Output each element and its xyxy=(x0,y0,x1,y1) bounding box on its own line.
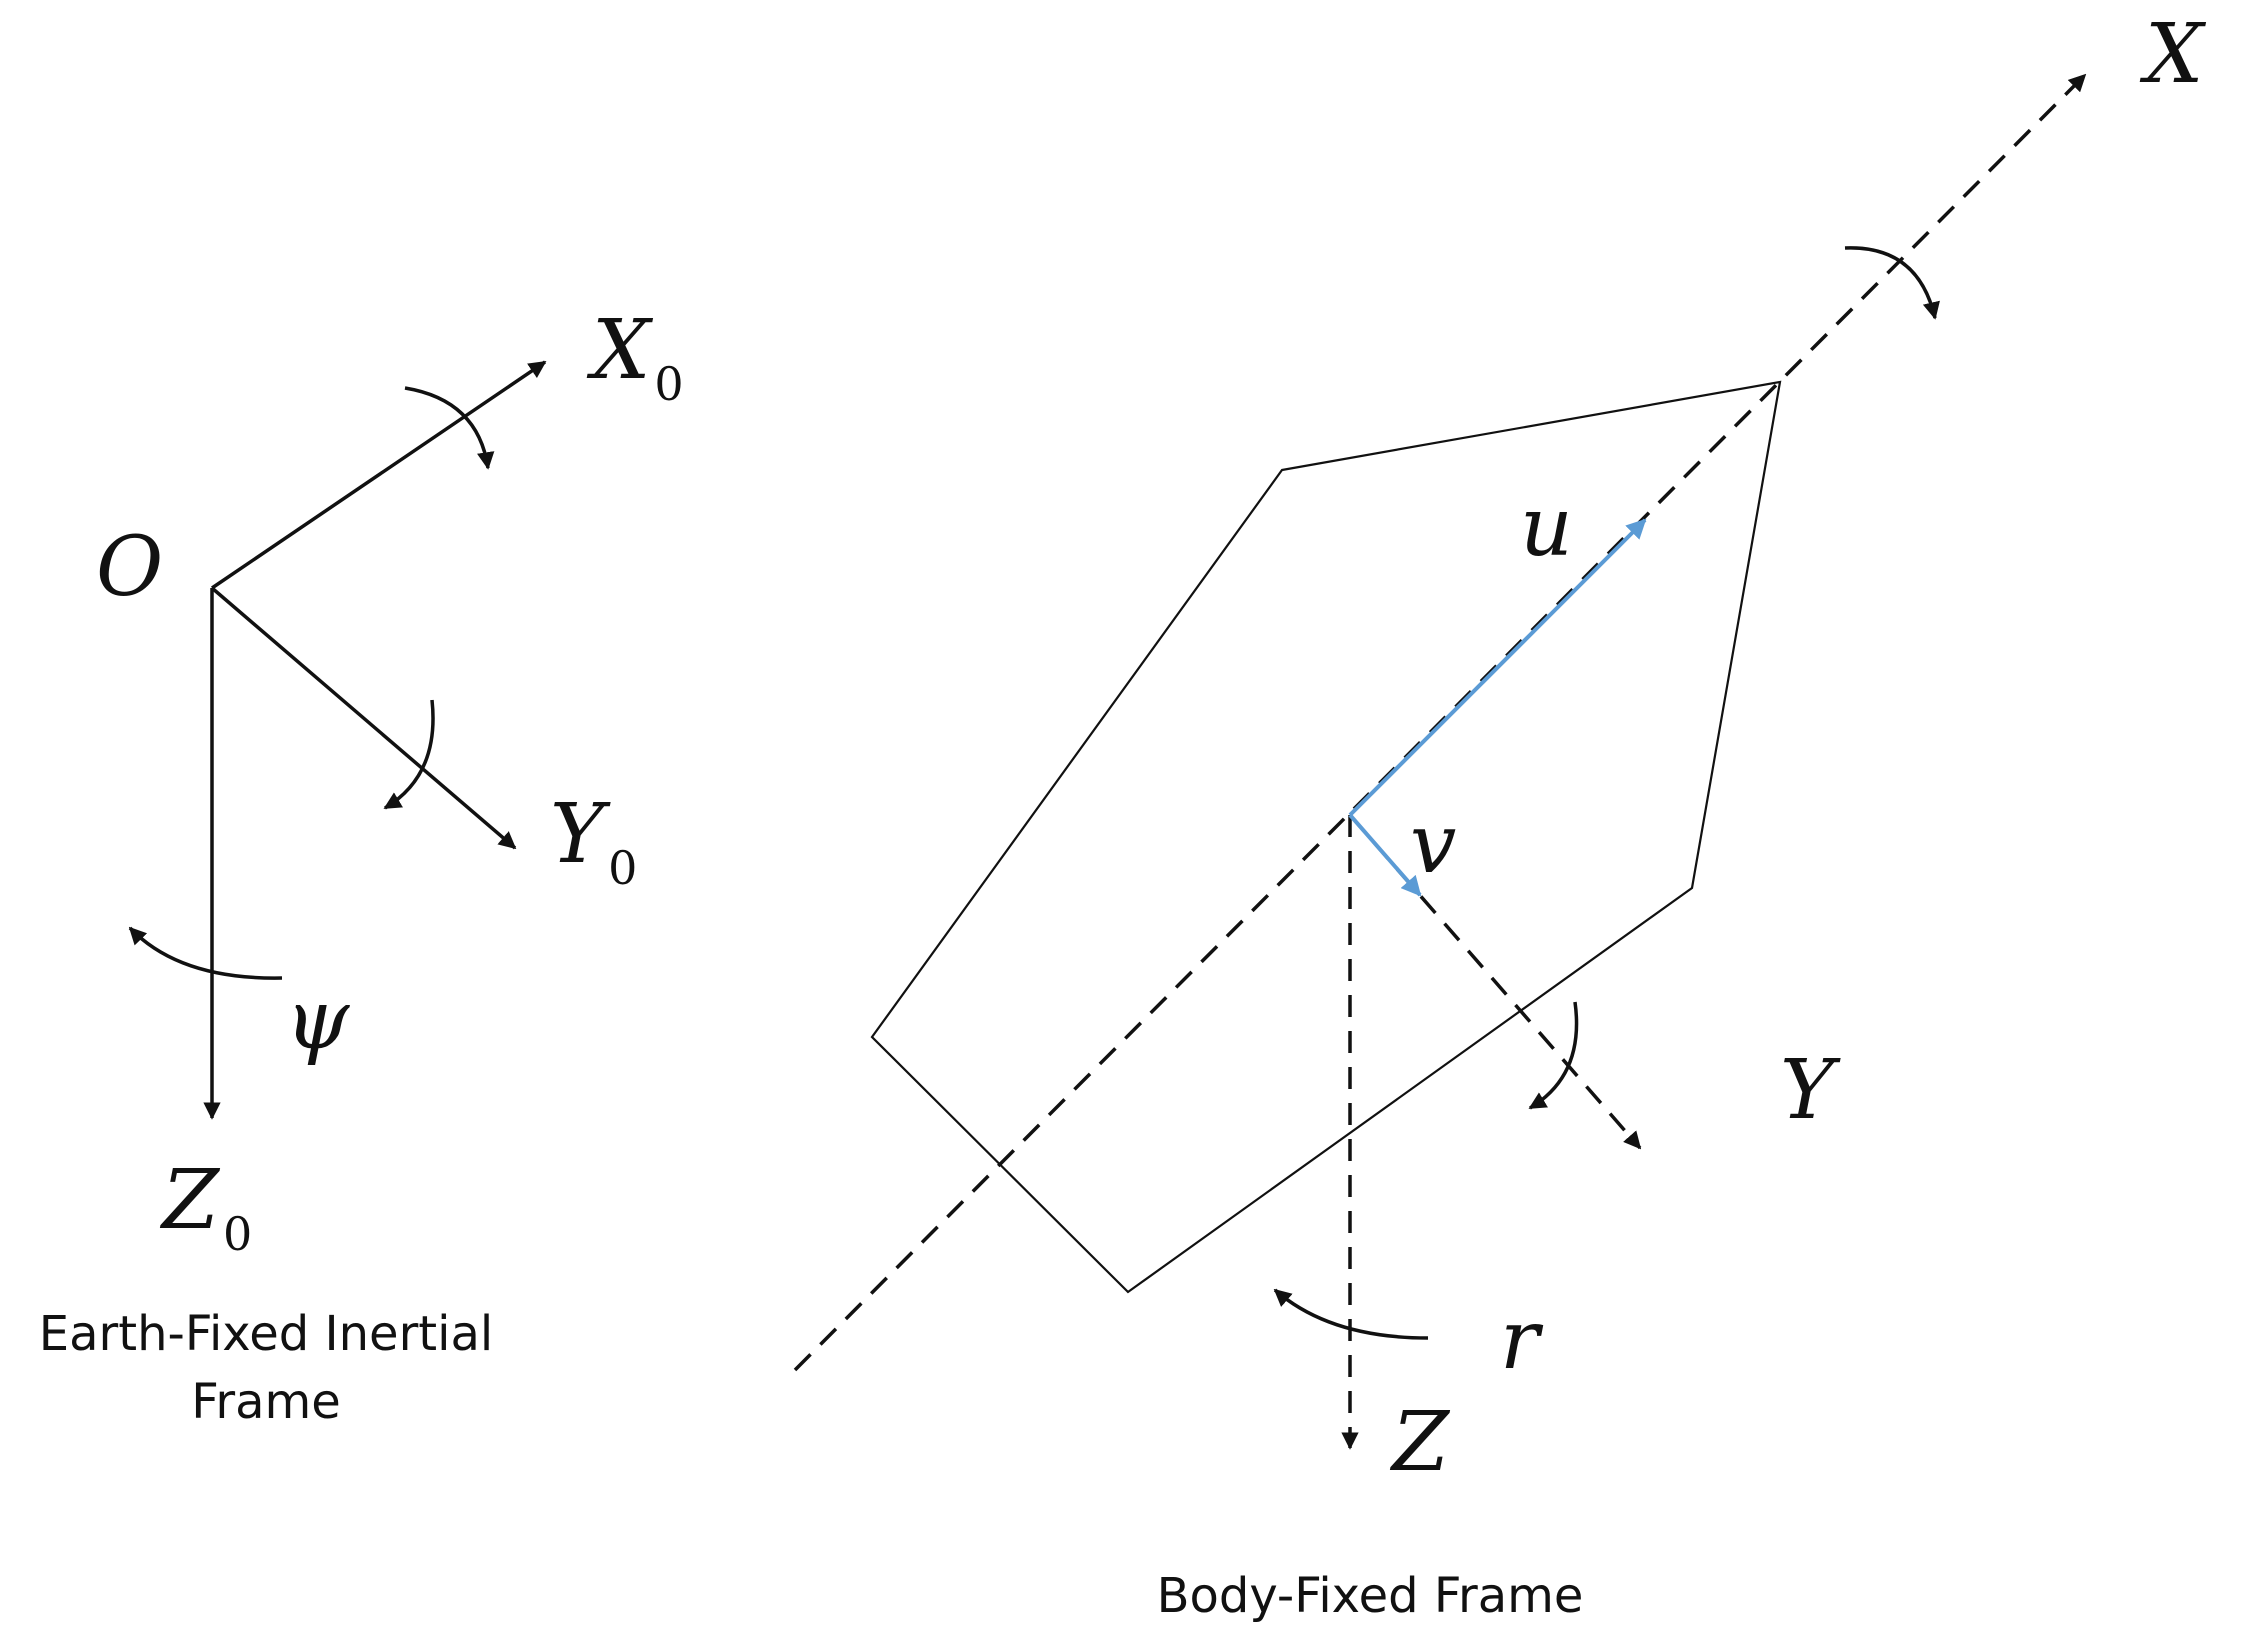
earth-frame-caption-line1: Earth-Fixed Inertial xyxy=(39,1306,493,1362)
body-x-rotation-arrow xyxy=(1844,246,1940,320)
surge-velocity-arrow xyxy=(1348,518,1647,817)
body-frame-caption: Body-Fixed Frame xyxy=(1157,1568,1584,1624)
origin-label: O xyxy=(96,520,163,615)
surge-velocity-label: u xyxy=(1520,480,1573,575)
earth-fixed-frame: O X0 Y0 Z0 ψ Earth-Fixed Inertial Frame xyxy=(39,303,684,1430)
body-z-label: Z xyxy=(1389,1395,1451,1490)
earth-x0-axis xyxy=(211,360,547,590)
body-y-rotation-arrow xyxy=(1528,1001,1579,1110)
earth-x0-label: X0 xyxy=(586,303,684,411)
body-fixed-frame: X Y Z u v r Body-Fixed Frame xyxy=(793,7,2207,1624)
earth-y0-axis xyxy=(210,586,517,850)
body-y-label: Y xyxy=(1780,1043,1841,1138)
vessel-hull xyxy=(870,380,1782,1294)
earth-frame-caption-line2: Frame xyxy=(191,1374,341,1430)
earth-yaw-rotation-arrow xyxy=(128,926,283,980)
body-x-label: X xyxy=(2139,7,2207,102)
earth-y0-label: Y0 xyxy=(550,787,637,895)
yaw-angle-label: ψ xyxy=(285,973,350,1068)
sway-velocity-label: v xyxy=(1410,797,1456,892)
yaw-rate-label: r xyxy=(1500,1293,1544,1388)
sway-velocity-arrow xyxy=(1348,813,1422,897)
earth-x0-rotation-arrow xyxy=(404,386,495,470)
earth-y0-rotation-arrow xyxy=(383,699,435,810)
body-yaw-rate-rotation-arrow xyxy=(1273,1288,1429,1340)
earth-z0-label: Z0 xyxy=(159,1153,252,1261)
